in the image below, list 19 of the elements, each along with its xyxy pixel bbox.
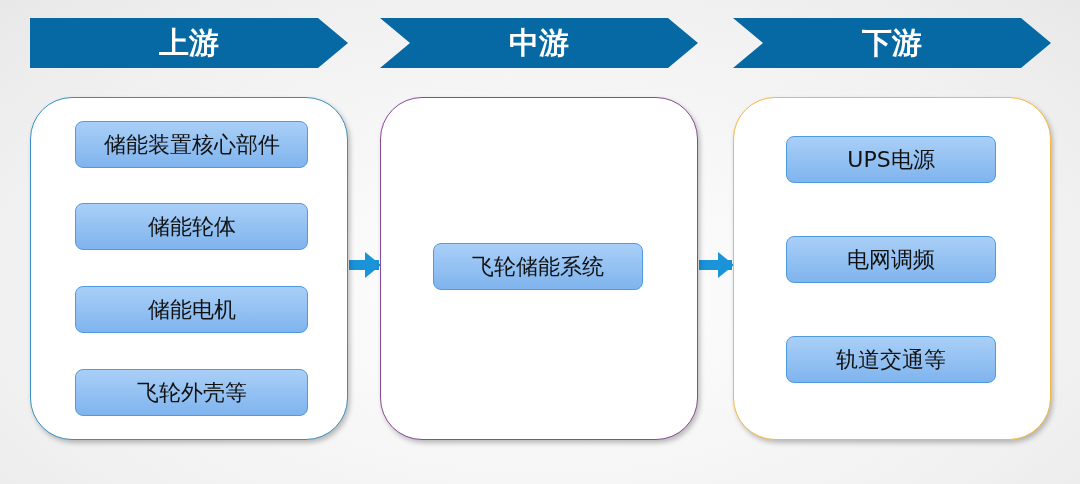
stage-heading: 中游 (509, 26, 569, 60)
stage-panel (733, 97, 1051, 440)
stage-panel (380, 97, 698, 440)
arrow (699, 252, 734, 278)
component-box: 储能装置核心部件 (75, 121, 308, 168)
component-box: UPS电源 (786, 136, 996, 183)
component-box: 轨道交通等 (786, 336, 996, 383)
component-box: 飞轮储能系统 (433, 243, 643, 290)
stage-heading: 下游 (862, 26, 922, 60)
chevron-banner (380, 18, 698, 68)
chevron-banner (733, 18, 1051, 68)
arrow (349, 252, 381, 278)
component-box: 飞轮外壳等 (75, 369, 308, 416)
chevron-banner (30, 18, 348, 68)
stage-panel (30, 97, 348, 440)
component-box: 电网调频 (786, 236, 996, 283)
component-box: 储能轮体 (75, 203, 308, 250)
component-box: 储能电机 (75, 286, 308, 333)
stage-heading: 上游 (159, 26, 219, 60)
